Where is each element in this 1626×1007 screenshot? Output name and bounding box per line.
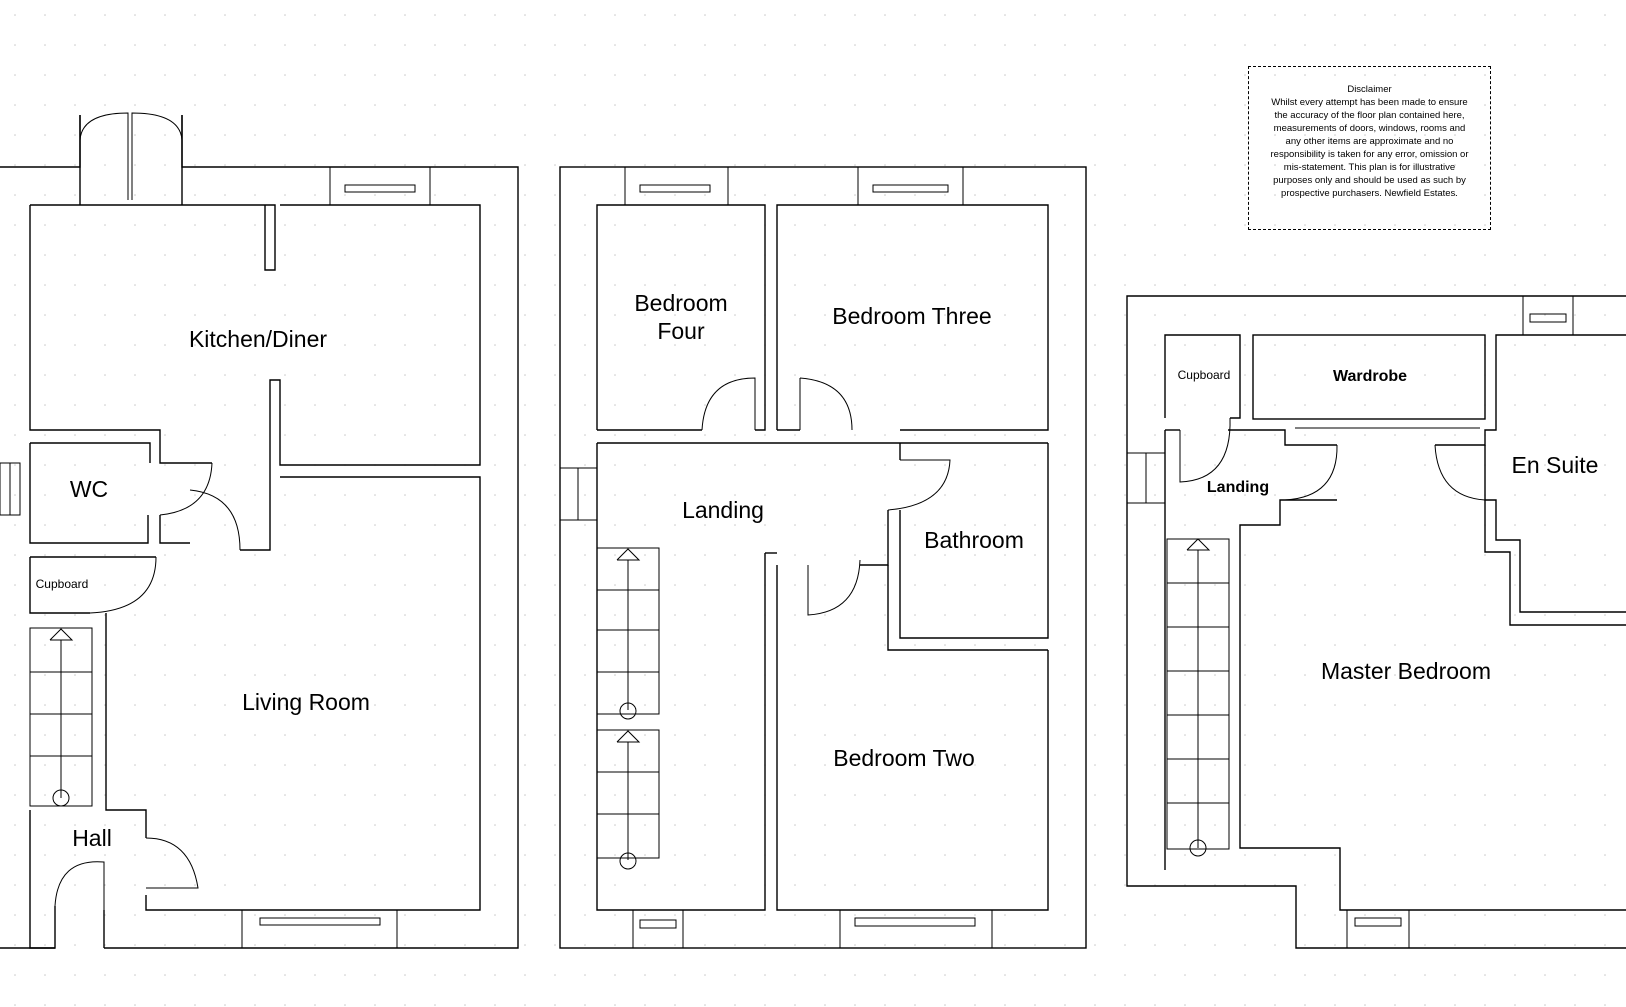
top-floor xyxy=(1126,295,1626,949)
label-bedroom-two: Bedroom Two xyxy=(833,745,974,771)
label-landing-first: Landing xyxy=(682,497,764,523)
label-wardrobe: Wardrobe xyxy=(1333,368,1407,385)
label-bathroom: Bathroom xyxy=(924,527,1024,553)
label-master-bedroom: Master Bedroom xyxy=(1321,658,1491,684)
label-hall: Hall xyxy=(72,825,112,851)
label-bedroom-three: Bedroom Three xyxy=(832,303,991,329)
label-kitchen: Kitchen/Diner xyxy=(189,326,327,352)
disclaimer-box: Disclaimer Whilst every attempt has been… xyxy=(1248,66,1491,230)
ground-floor xyxy=(0,112,519,949)
label-landing-top: Landing xyxy=(1207,479,1269,496)
first-floor xyxy=(559,166,1087,949)
disclaimer-text: Whilst every attempt has been made to en… xyxy=(1270,97,1469,199)
label-cupboard-top: Cupboard xyxy=(1178,368,1231,382)
label-cupboard-ground: Cupboard xyxy=(36,577,89,591)
label-en-suite: En Suite xyxy=(1512,452,1599,478)
room-labels: Kitchen/Diner WC Cupboard Living Room Ha… xyxy=(36,290,1599,851)
label-living-room: Living Room xyxy=(242,689,370,715)
disclaimer-title: Disclaimer xyxy=(1347,84,1392,95)
label-wc: WC xyxy=(70,476,108,502)
